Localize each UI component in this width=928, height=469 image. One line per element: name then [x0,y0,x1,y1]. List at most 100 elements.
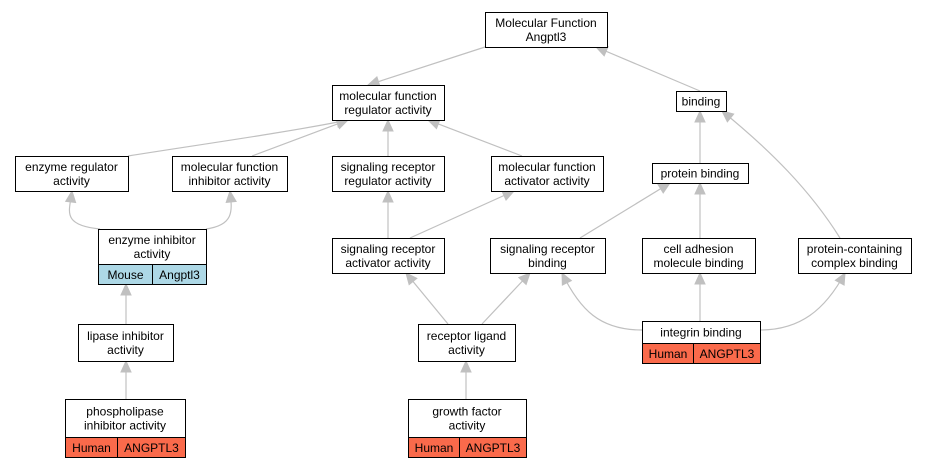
node-label: binding [682,95,721,109]
annotation-gene: ANGPTL3 [466,441,521,455]
edge-mf-activator-to-mf-regulator [426,118,523,157]
edge-complex-binding-to-binding [721,110,841,239]
node-box [15,156,129,192]
node-label: receptor ligand [427,329,506,343]
node-box [332,238,445,274]
node-label: molecular function [498,160,595,174]
node-label: activity [53,174,90,188]
edge-binding-to-root [594,46,701,92]
edge-protein-binding-to-binding [694,109,706,163]
arrowhead [517,272,531,286]
node-label: signaling receptor [341,160,436,174]
arrowhead [366,75,381,87]
edge-mf-regulator-to-root [366,46,486,87]
node-box [408,399,527,438]
arrowhead [382,189,394,203]
node-label: protein binding [661,167,740,181]
node-label: Angptl3 [526,30,567,44]
node-protein-binding[interactable]: protein binding [652,163,749,184]
node-label: binding [528,256,567,270]
node-box [332,85,445,121]
annotation-mouse-angptl3: Mouse Angptl3 [98,264,207,285]
edge-sr-activator-to-mf-activator [409,190,516,239]
arrowhead [120,282,132,296]
node-label: inhibitor activity [188,174,270,188]
node-label: signaling receptor [341,242,436,256]
edge-phospholipase-inhibitor-to-lipase-inhibitor [120,359,132,399]
arrowhead [694,271,706,285]
edge-lipase-inhibitor-to-enzyme-inhibitor [120,282,132,324]
edge-receptor-ligand-to-sr-binding [481,272,531,325]
arrowhead [225,189,237,204]
arrowhead [721,110,735,123]
annotation-species: Mouse [107,268,143,282]
node-label: activity [107,343,144,357]
node-label: molecular function [339,89,436,103]
node-label: inhibitor activity [84,419,166,433]
node-label: molecule binding [653,256,743,270]
arrowhead [120,359,132,373]
node-label: enzyme inhibitor [108,233,195,247]
arrowhead [460,359,472,373]
node-label: activator activity [345,256,430,270]
node-label: phospholipase [86,405,164,419]
node-box [78,324,174,362]
arrowhead [594,46,609,57]
node-label: regulator activity [344,103,431,117]
edge-integrin-binding-to-cell-adhesion [694,271,706,321]
node-label: cell adhesion [663,242,733,256]
node-label: protein-containing [807,242,902,256]
node-binding[interactable]: binding [676,91,727,112]
node-label: enzyme regulator [25,160,118,174]
node-box [65,399,186,438]
edge-growth-factor-to-receptor-ligand [460,359,472,399]
node-box [652,163,749,184]
node-label: molecular function [181,160,278,174]
arrowhead [561,271,573,286]
node-box [98,229,207,265]
arrowhead [405,272,418,286]
node-label: integrin binding [660,326,741,340]
annotation-species: Human [415,441,454,455]
annotation-gene: Angptl3 [159,268,200,282]
node-label: signaling receptor [500,242,595,256]
annotation-human-angptl3: Human ANGPTL3 [408,437,527,458]
node-label: activity [449,419,486,433]
node-label: growth factor [432,405,501,419]
edges-layer [64,46,846,399]
node-label: activity [134,247,171,261]
node-box [642,238,756,274]
node-label: complex binding [811,256,898,270]
node-box [490,238,606,274]
edge-receptor-ligand-to-sr-activator [405,272,449,325]
arrowhead [382,118,394,132]
arrowhead [694,109,706,123]
edge-integrin-binding-to-sr-binding [561,271,643,331]
node-label: activator activity [504,174,589,188]
node-box [798,238,912,274]
arrowhead [657,182,672,194]
edge-mf-inhibitor-to-mf-regulator [251,118,350,157]
edge-integrin-binding-to-complex-binding [759,271,846,331]
edge-sr-regulator-to-mf-regulator [382,118,394,156]
node-box [418,324,516,362]
node-label: Molecular Function [495,16,596,30]
